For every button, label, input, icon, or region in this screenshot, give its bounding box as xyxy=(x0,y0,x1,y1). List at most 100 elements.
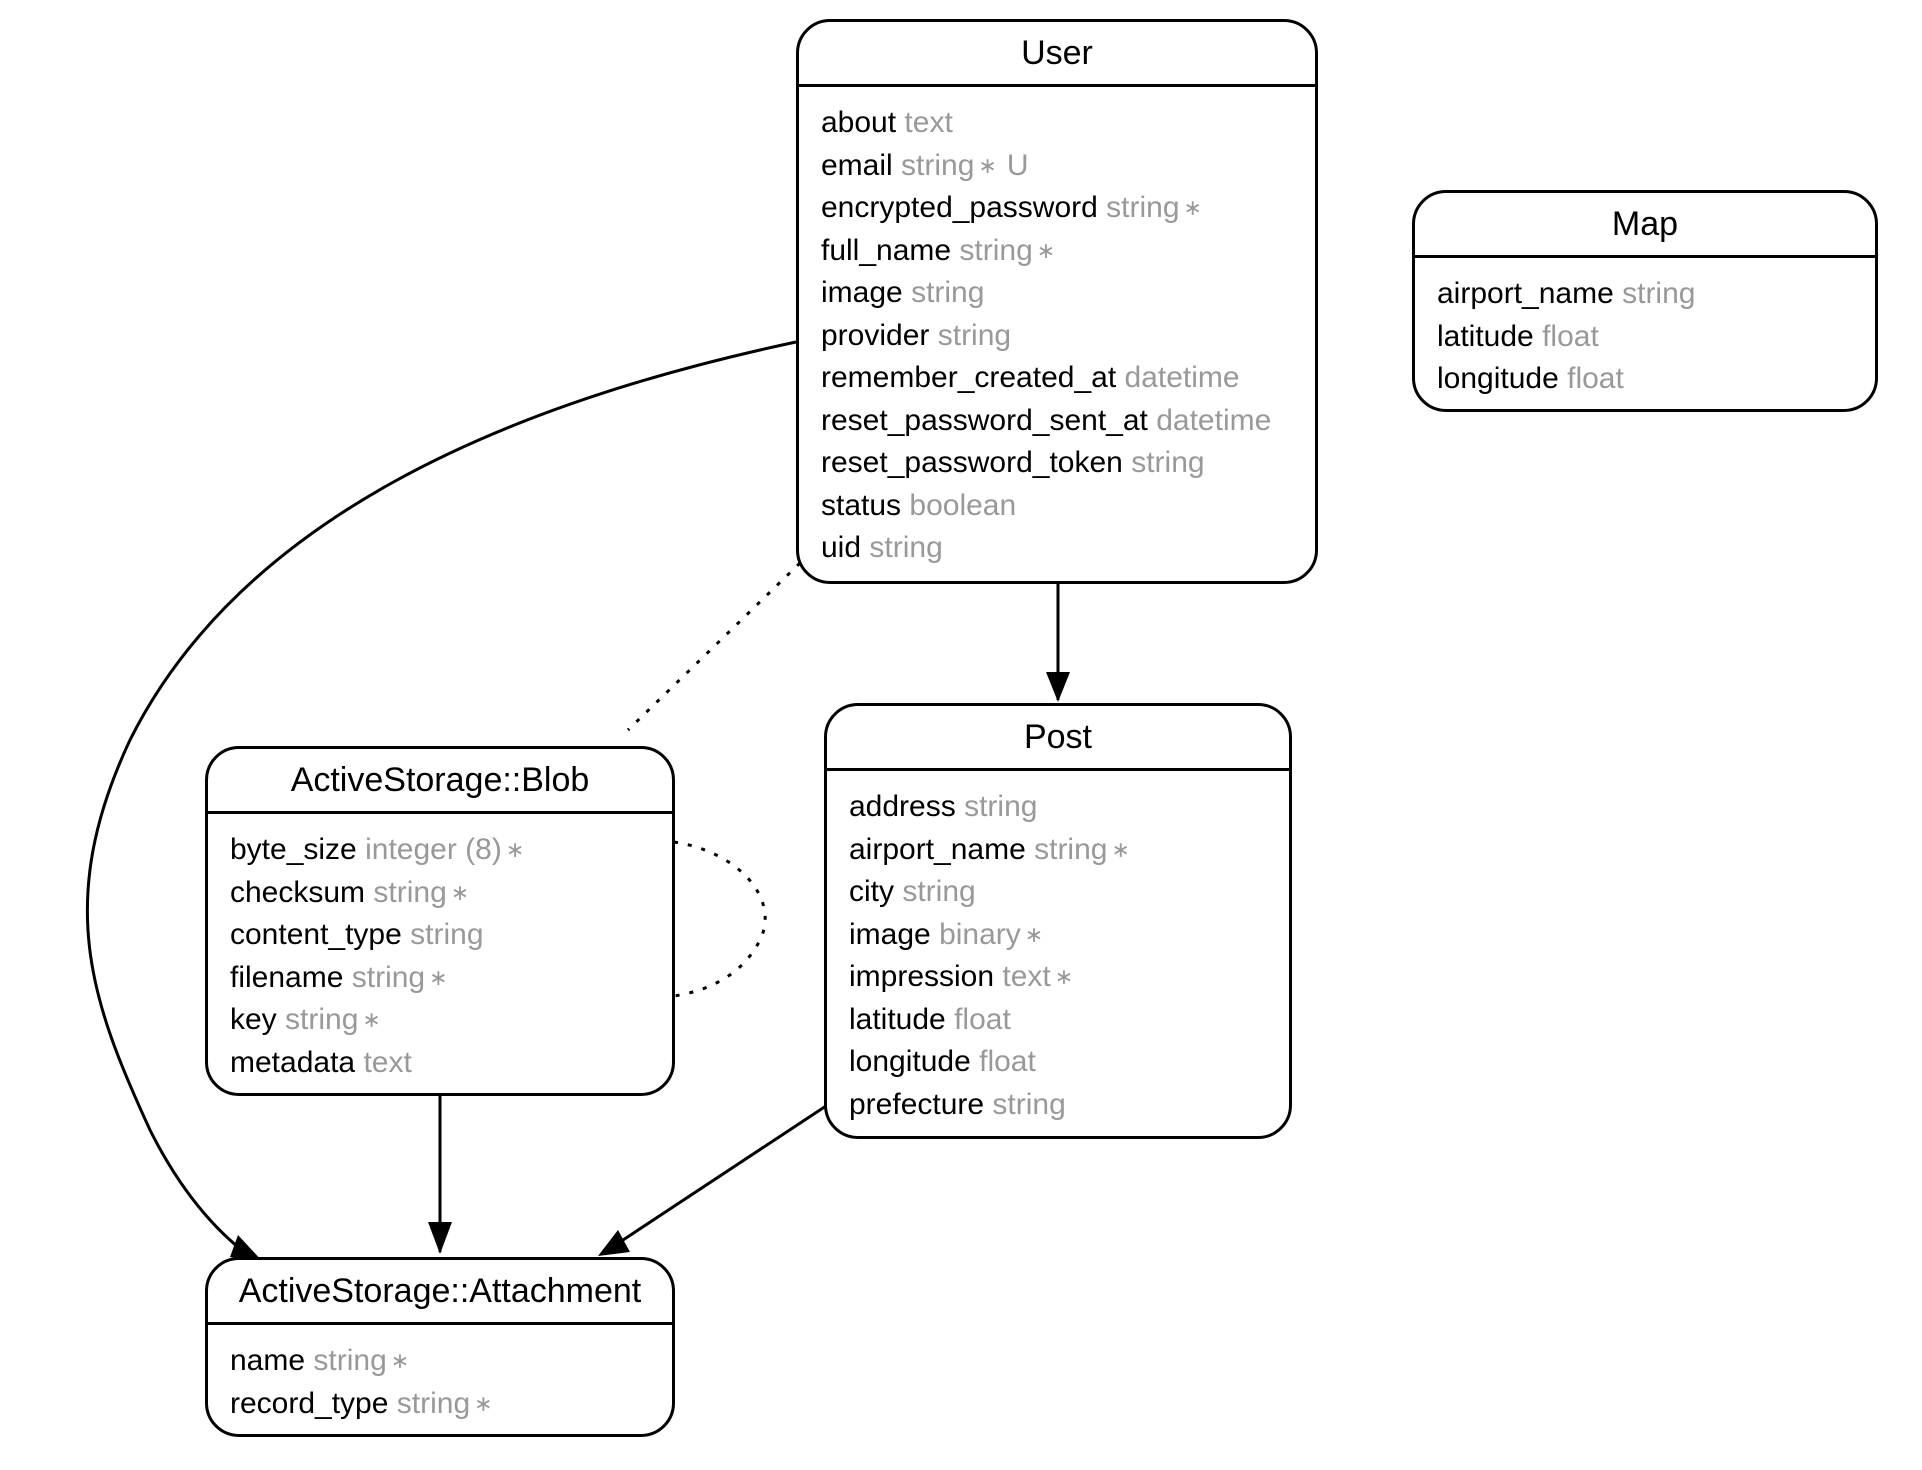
attribute-row: city string xyxy=(849,871,1289,914)
attribute-type: float xyxy=(954,1002,1011,1036)
attribute-type: datetime xyxy=(1124,361,1240,394)
arrow-user-attachment xyxy=(230,1235,263,1262)
attribute-row: longitude float xyxy=(849,1041,1289,1084)
entity-title: Post xyxy=(827,706,1289,771)
attribute-name: byte_size xyxy=(230,833,357,866)
attribute-row: metadata text xyxy=(230,1042,672,1085)
attribute-name: uid xyxy=(821,531,862,564)
attribute-type: string xyxy=(313,1344,387,1377)
unique-marker: U xyxy=(1006,148,1029,182)
attribute-type: string xyxy=(1106,191,1180,224)
attribute-row: reset_password_sent_at datetime xyxy=(821,400,1315,443)
attribute-type: string xyxy=(964,790,1038,823)
attribute-name: latitude xyxy=(1437,319,1534,353)
not-null-marker: ∗ xyxy=(1111,836,1130,862)
not-null-marker: ∗ xyxy=(429,964,448,990)
attribute-name: address xyxy=(849,790,956,823)
edge-post-attachment xyxy=(619,1104,827,1244)
attribute-name: filename xyxy=(230,960,344,994)
attribute-type: string xyxy=(959,233,1033,267)
attribute-row: provider string xyxy=(821,315,1315,358)
attribute-row: status boolean xyxy=(821,485,1315,528)
attribute-type: string xyxy=(902,875,976,908)
not-null-marker: ∗ xyxy=(362,1007,381,1032)
attribute-row: email string∗U xyxy=(821,145,1315,188)
attribute-type: text xyxy=(904,106,953,139)
attribute-row: impression text∗ xyxy=(849,956,1289,999)
attribute-name: record_type xyxy=(230,1386,389,1420)
attribute-type: float xyxy=(1567,362,1624,395)
attribute-name: email xyxy=(821,148,893,182)
attribute-name: prefecture xyxy=(849,1087,985,1121)
attribute-row: checksum string∗ xyxy=(230,872,672,915)
not-null-marker: ∗ xyxy=(390,1348,410,1373)
attribute-row: address string xyxy=(849,786,1289,829)
attribute-name: latitude xyxy=(849,1002,946,1036)
attribute-name: checksum xyxy=(230,875,366,909)
attribute-name: longitude xyxy=(849,1045,971,1078)
attribute-row: remember_created_at datetime xyxy=(821,357,1315,400)
attribute-name: reset_password_token xyxy=(821,446,1123,479)
arrow-user-post xyxy=(1046,672,1070,702)
attribute-row: prefecture string xyxy=(849,1084,1289,1127)
not-null-marker: ∗ xyxy=(1183,195,1202,220)
arrow-blob-attachment xyxy=(428,1222,452,1254)
attribute-row: encrypted_password string∗ xyxy=(821,187,1315,230)
attribute-row: name string∗ xyxy=(230,1340,672,1383)
attribute-type: string xyxy=(396,1386,471,1420)
not-null-marker: ∗ xyxy=(1054,964,1074,989)
attribute-name: reset_password_sent_at xyxy=(821,403,1148,437)
attribute-row: record_type string∗ xyxy=(230,1383,672,1426)
attribute-list: name string∗record_type string∗ xyxy=(208,1325,672,1425)
attribute-row: reset_password_token string xyxy=(821,442,1315,485)
attribute-name: key xyxy=(230,1003,277,1036)
not-null-marker: ∗ xyxy=(1024,921,1044,947)
attribute-type: string xyxy=(911,276,985,309)
edge-user-blob-dotted xyxy=(626,561,802,732)
attribute-name: metadata xyxy=(230,1045,356,1079)
attribute-name: longitude xyxy=(1437,362,1559,395)
attribute-type: text xyxy=(1002,960,1051,993)
attribute-name: encrypted_password xyxy=(821,191,1098,224)
entity-title: User xyxy=(799,22,1315,87)
attribute-list: byte_size integer (8)∗checksum string∗co… xyxy=(208,814,672,1084)
attribute-type: string xyxy=(351,960,426,994)
attribute-type: string xyxy=(373,875,447,909)
attribute-type: string xyxy=(1131,446,1205,479)
attribute-name: about xyxy=(821,106,897,139)
attribute-type: text xyxy=(363,1045,412,1079)
attribute-name: image xyxy=(821,276,903,309)
attribute-row: filename string∗ xyxy=(230,957,672,1000)
attribute-row: about text xyxy=(821,102,1315,145)
attribute-name: full_name xyxy=(821,233,952,267)
attribute-row: uid string xyxy=(821,527,1315,570)
attribute-type: string xyxy=(869,531,943,564)
attribute-name: content_type xyxy=(230,918,402,951)
attribute-name: remember_created_at xyxy=(821,361,1117,394)
attribute-name: name xyxy=(230,1344,306,1377)
entity-blob: ActiveStorage::Blob byte_size integer (8… xyxy=(205,746,675,1096)
attribute-row: airport_name string∗ xyxy=(849,829,1289,872)
attribute-type: boolean xyxy=(909,488,1017,522)
entity-title: Map xyxy=(1415,193,1875,258)
attribute-type: float xyxy=(1542,319,1599,353)
entity-attachment: ActiveStorage::Attachment name string∗re… xyxy=(205,1257,675,1437)
attribute-name: city xyxy=(849,875,894,908)
attribute-type: string xyxy=(1034,832,1108,866)
edge-blob-self-dotted xyxy=(673,840,767,998)
attribute-row: image binary∗ xyxy=(849,914,1289,957)
edge-user-attachment xyxy=(85,340,797,1264)
entity-title: ActiveStorage::Attachment xyxy=(208,1260,672,1325)
attribute-row: content_type string xyxy=(230,914,672,957)
attribute-type: string xyxy=(901,148,975,182)
attribute-type: string xyxy=(285,1003,359,1036)
not-null-marker: ∗ xyxy=(505,837,525,862)
attribute-type: string xyxy=(410,918,484,951)
attribute-name: image xyxy=(849,917,931,951)
attribute-type: string xyxy=(937,318,1012,352)
attribute-type: float xyxy=(979,1045,1036,1078)
attribute-row: latitude float xyxy=(849,999,1289,1042)
